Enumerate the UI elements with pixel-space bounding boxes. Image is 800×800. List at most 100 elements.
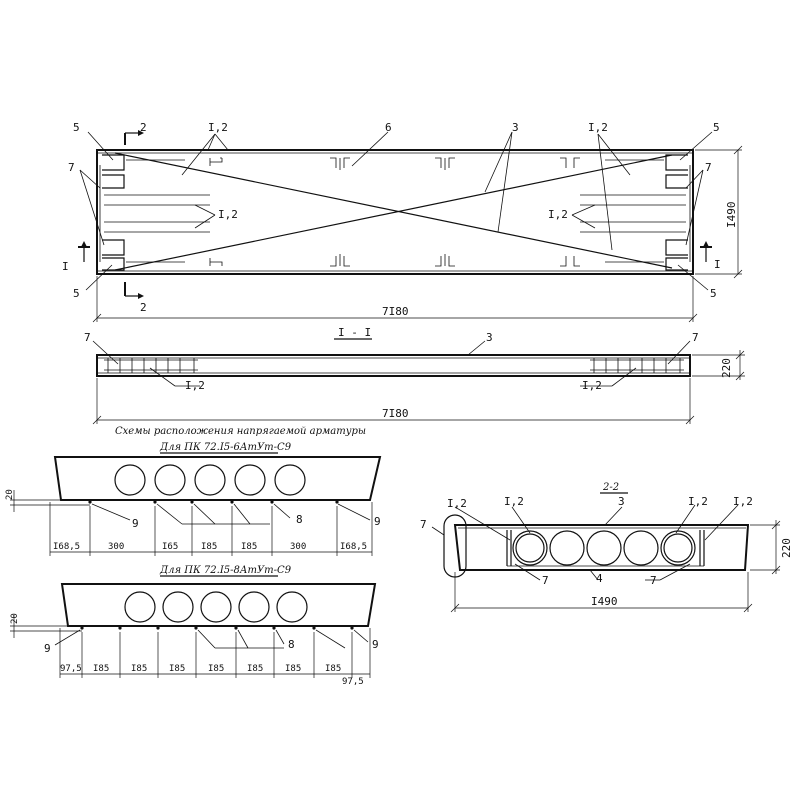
section-marker-2-top: 2 [124, 121, 147, 145]
section-2-callout-3: 3 [618, 495, 625, 508]
section-2-height-dim: 220 [780, 538, 793, 558]
section-2-label-top: 2 [140, 121, 147, 134]
scheme-a-void-5 [274, 464, 306, 496]
section-1-callout-12-right: I,2 [582, 379, 602, 392]
callout-5-top-left: 5 [73, 121, 80, 134]
scheme-a-title: Для ПК 72.I5-6АтУт-С9 [159, 442, 292, 453]
left-end-reinforcement [99, 154, 210, 271]
scheme-b-void-5 [276, 591, 308, 623]
section-1-callouts: 7 7 3 I,2 I,2 [84, 331, 699, 392]
scheme-a-space-4: I85 [201, 542, 217, 552]
section-1-length-dim: 7I80 [382, 407, 409, 420]
section-2-callout-7-left: 7 [420, 518, 427, 531]
scheme-b-title: Для ПК 72.I5-8АтУт-С9 [159, 565, 292, 576]
callout-5-bottom-right: 5 [710, 287, 717, 300]
section-2-callout-7-mid: 7 [542, 574, 549, 587]
section-2-callout-7-right: 7 [650, 574, 657, 587]
scheme-a-spacing-dims: I68,5 300 I65 I85 I85 300 I68,5 [49, 502, 373, 556]
section-2-callouts: I,2 I,2 3 I,2 I,2 7 7 4 7 [420, 495, 753, 587]
scheme-a-void-4 [234, 464, 266, 496]
scheme-a-space-6: 300 [290, 542, 306, 552]
section-2-outline [453, 524, 750, 571]
section-2-width-dim: I490 [591, 595, 618, 608]
scheme-b-callout-8: 8 [288, 638, 295, 651]
scheme-a-void-3 [194, 464, 226, 496]
section-marker-2-bottom: 2 [124, 282, 147, 314]
scheme-a-void-1 [114, 464, 146, 496]
section-2-title: 2-2 [602, 482, 619, 493]
lifting-loops-bottom [209, 254, 580, 267]
scheme-b-void-4 [238, 591, 270, 623]
section-1-callout-7-left: 7 [84, 331, 91, 344]
callout-12-right-mid: I,2 [548, 208, 568, 221]
scheme-b-space-6: I85 [247, 664, 263, 674]
section-1-right-mesh [590, 358, 684, 373]
scheme-a-space-5: I85 [241, 542, 257, 552]
section-2-dimensions: I490 220 [450, 520, 793, 613]
diagonal-bar-b [114, 154, 673, 271]
plan-callouts: 5 I,2 6 3 I,2 5 7 7 I,2 [68, 121, 720, 300]
scheme-a-callout-9-right: 9 [374, 515, 381, 528]
callout-12-top: I,2 [208, 121, 228, 134]
section-2-callout-12-c: I,2 [688, 495, 708, 508]
scheme-a-cover-dim: 20 [5, 489, 15, 500]
scheme-b: Для ПК 72.I5-8АтУт-С9 20 9 [10, 565, 379, 687]
slab-plan-view: 2 2 I I 5 I,2 [62, 121, 743, 323]
scheme-a-section-outline [53, 456, 382, 501]
scheme-b-section-outline [60, 583, 377, 627]
diagonal-bar-a [114, 152, 673, 269]
section-2-void-5 [660, 530, 696, 566]
slab-outline [96, 149, 694, 275]
plan-width-dim: I490 [725, 202, 738, 229]
section-1-dimensions: 7I80 220 [92, 350, 745, 425]
callout-5-top-right: 5 [713, 121, 720, 134]
section-2-2-view: 2-2 I,2 I,2 3 I,2 I,2 [420, 482, 793, 613]
scheme-a-space-2: 300 [108, 542, 124, 552]
scheme-a-callout-8: 8 [296, 513, 303, 526]
section-2-callout-12-d: I,2 [733, 495, 753, 508]
section-2-void-4 [623, 530, 659, 566]
scheme-b-spacing-dims: 97,5 I85 I85 I85 I85 I85 I85 I85 97,5 [59, 628, 371, 687]
section-1-height-dim: 220 [720, 358, 733, 378]
scheme-b-callout-9-left: 9 [44, 642, 51, 655]
section-2-frames [506, 530, 705, 567]
scheme-b-void-3 [200, 591, 232, 623]
scheme-a-void-2 [154, 464, 186, 496]
callout-3: 3 [512, 121, 519, 134]
section-1-label-left: I [62, 260, 69, 273]
callout-7-right: 7 [705, 161, 712, 174]
section-2-callout-12-a: I,2 [447, 497, 467, 510]
section-2-callout-4: 4 [596, 572, 603, 585]
section-2-callout-12-b: I,2 [504, 495, 524, 508]
scheme-b-space-8: I85 [325, 664, 341, 674]
section-1-1-view: I - I [84, 326, 745, 425]
section-1-outline [96, 354, 691, 377]
scheme-b-space-5: I85 [208, 664, 224, 674]
scheme-a: Для ПК 72.I5-6АтУт-С9 20 9 8 [5, 442, 382, 556]
section-2-void-3 [586, 530, 622, 566]
scheme-b-space-4: I85 [169, 664, 185, 674]
callout-6: 6 [385, 121, 392, 134]
callout-7-left: 7 [68, 161, 75, 174]
callout-12-top-right: I,2 [588, 121, 608, 134]
section-1-label-right: I [714, 258, 721, 271]
section-1-left-mesh [104, 358, 198, 373]
callout-5-bottom-left: 5 [73, 287, 80, 300]
right-end-reinforcement [580, 154, 691, 271]
section-2-void-2 [549, 530, 585, 566]
scheme-b-tendons [80, 626, 354, 630]
section-1-callout-7-right: 7 [692, 331, 699, 344]
scheme-a-space-3: I65 [162, 542, 178, 552]
scheme-a-callouts: 9 8 9 [91, 503, 381, 530]
scheme-b-cover-dim: 20 [10, 613, 20, 624]
scheme-b-space-3: I85 [131, 664, 147, 674]
section-2-label-bottom: 2 [140, 301, 147, 314]
scheme-b-space-1: 97,5 [60, 664, 82, 674]
scheme-b-space-2: I85 [93, 664, 109, 674]
section-1-callout-3: 3 [486, 331, 493, 344]
section-1-callout-12-left: I,2 [185, 379, 205, 392]
callout-12-left-mid: I,2 [218, 208, 238, 221]
plan-dimensions: 7I80 I490 [92, 145, 743, 323]
section-2-void-1 [512, 530, 548, 566]
